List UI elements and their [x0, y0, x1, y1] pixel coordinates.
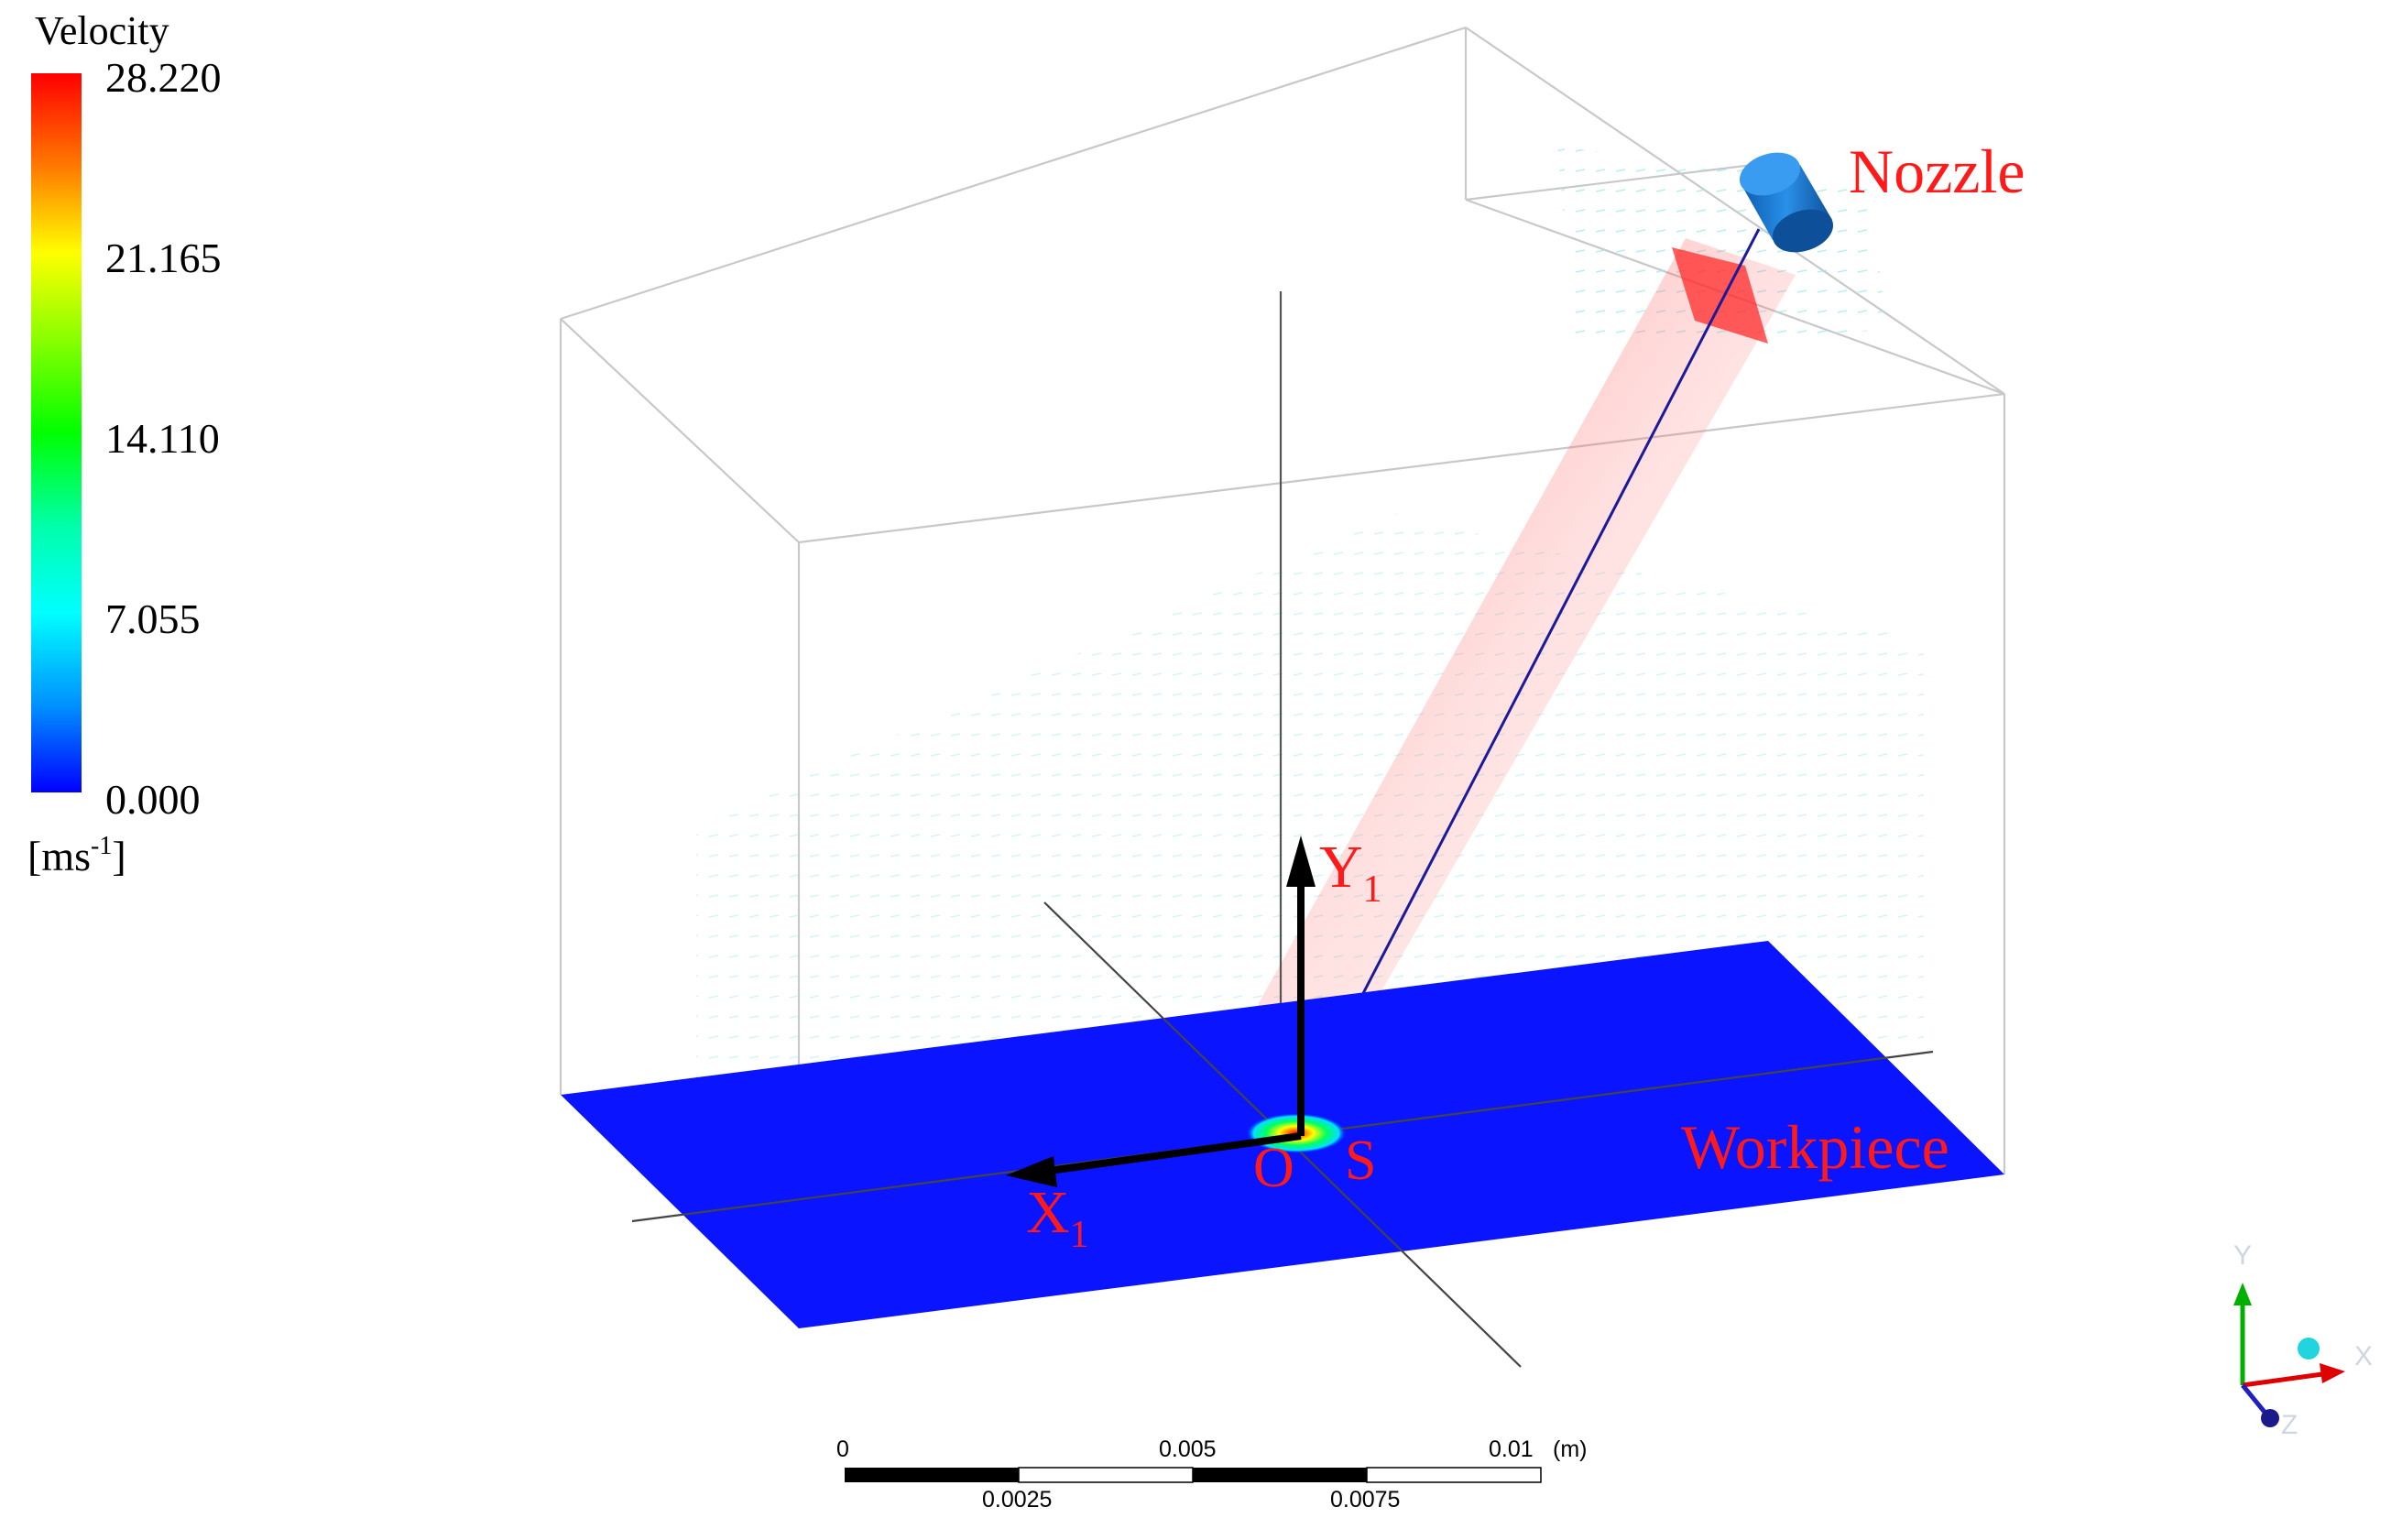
- legend-unit-sup: -1: [91, 832, 112, 860]
- scale-segment-2: [1018, 1467, 1194, 1483]
- scale-segment-3: [1193, 1468, 1367, 1482]
- scale-segment-1: [845, 1468, 1019, 1482]
- scale-label-00025: 0.0025: [982, 1487, 1052, 1513]
- scale-label-00075: 0.0075: [1330, 1487, 1400, 1513]
- x1-axis-arrow: [1048, 1132, 1302, 1174]
- local-coordinate-axes: [1006, 836, 1316, 1187]
- s-point-label: S: [1345, 1130, 1376, 1192]
- legend-tick-3: 14.110: [105, 415, 220, 462]
- legend-title: Velocity: [35, 8, 169, 53]
- y1-arrow-head: [1286, 836, 1316, 887]
- y1-label: Y1: [1319, 834, 1382, 911]
- legend-color-bar: [31, 73, 82, 792]
- jet-axis-line: [1290, 228, 1761, 1132]
- triad-y-label: Y: [2233, 1240, 2252, 1271]
- scale-label-0005: 0.005: [1159, 1436, 1217, 1462]
- y1-label-sub: 1: [1363, 868, 1382, 911]
- jet-plume: [1246, 228, 1796, 1132]
- scale-segment-4: [1366, 1467, 1542, 1483]
- legend-unit-close: ]: [112, 833, 126, 879]
- legend-tick-4: 7.055: [105, 595, 201, 642]
- scale-label-001: 0.01: [1489, 1436, 1534, 1462]
- orientation-triad: Y X Z: [2233, 1240, 2373, 1440]
- x1-label-sub: 1: [1070, 1214, 1089, 1256]
- origin-label: O: [1253, 1137, 1294, 1199]
- triad-z-label: Z: [2281, 1410, 2298, 1440]
- velocity-legend: Velocity 28.220 21.165 14.110 7.055 0.00…: [27, 8, 222, 879]
- triad-z-ball: [2261, 1409, 2279, 1427]
- triad-x-arrow-head: [2320, 1363, 2345, 1383]
- scale-label-0: 0: [836, 1436, 849, 1462]
- legend-tick-min: 0.000: [105, 776, 201, 823]
- scale-unit: (m): [1553, 1436, 1587, 1462]
- y1-label-main: Y: [1319, 834, 1363, 901]
- x1-label: X1: [1026, 1179, 1089, 1256]
- triad-x-label: X: [2354, 1341, 2373, 1371]
- legend-tick-max: 28.220: [105, 54, 222, 101]
- triad-z-axis: [2241, 1383, 2269, 1417]
- scale-bar: 0 0.005 0.01 (m) 0.0025 0.0075: [836, 1436, 1587, 1513]
- legend-tick-2: 21.165: [105, 235, 222, 281]
- nozzle: [1739, 152, 1834, 253]
- legend-unit: [ms-1]: [27, 832, 126, 879]
- triad-x-axis: [2242, 1371, 2323, 1388]
- triad-cyan-ball: [2298, 1338, 2320, 1360]
- triad-y-arrow-head: [2233, 1283, 2252, 1305]
- x1-label-main: X: [1026, 1179, 1070, 1246]
- x1-arrow-head: [1006, 1156, 1057, 1187]
- legend-unit-base: [ms: [27, 833, 91, 879]
- workpiece-label: Workpiece: [1681, 1112, 1949, 1182]
- nozzle-label: Nozzle: [1849, 137, 2025, 206]
